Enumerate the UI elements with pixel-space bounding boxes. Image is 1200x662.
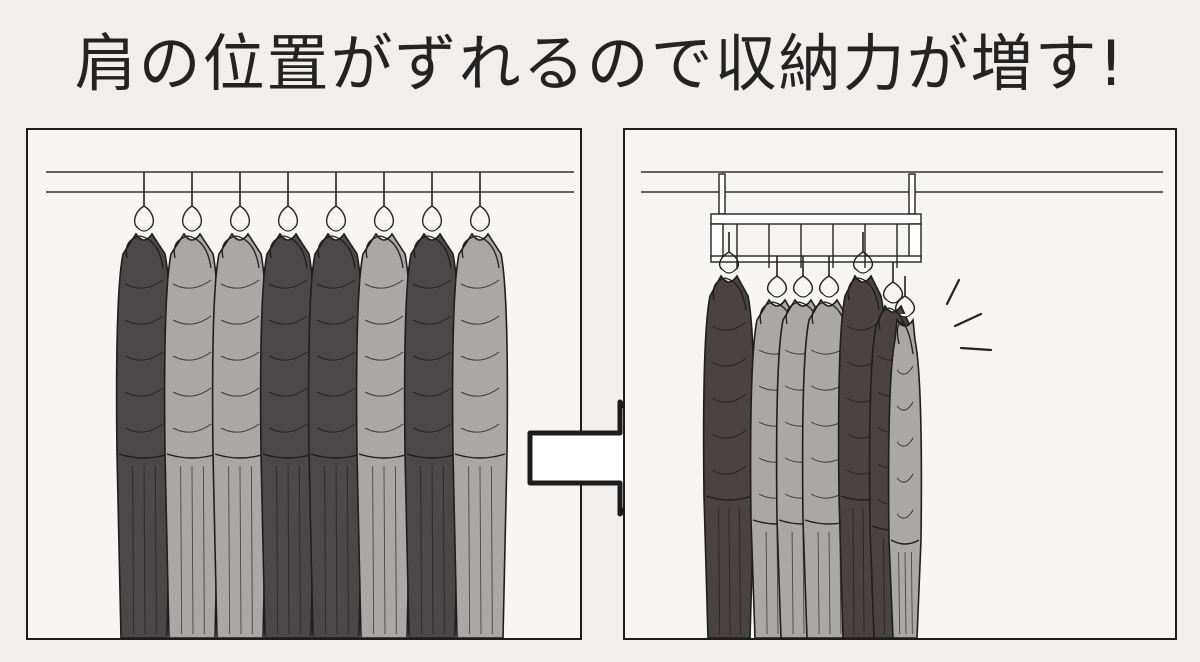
before-garment (211, 172, 269, 639)
before-garment (403, 172, 461, 639)
before-garment (307, 172, 365, 639)
before-garment (163, 172, 221, 639)
before-panel (26, 128, 582, 640)
after-panel (623, 128, 1177, 640)
after-garment-group (702, 224, 923, 639)
before-garment (355, 172, 413, 639)
before-closet-drawing (46, 171, 574, 639)
headline: 肩の位置がずれるので収納力が増す! (74, 27, 1126, 100)
rack-hanger-group (736, 224, 898, 268)
after-garment (887, 276, 923, 639)
after-garment (702, 232, 756, 639)
before-garment (115, 172, 173, 639)
before-garment-group (115, 172, 509, 639)
multi-hanger-rack (710, 173, 922, 263)
after-closet-drawing (641, 171, 1163, 639)
before-garment (451, 172, 509, 639)
before-garment (259, 172, 317, 639)
emphasis-lines-icon (945, 278, 993, 352)
